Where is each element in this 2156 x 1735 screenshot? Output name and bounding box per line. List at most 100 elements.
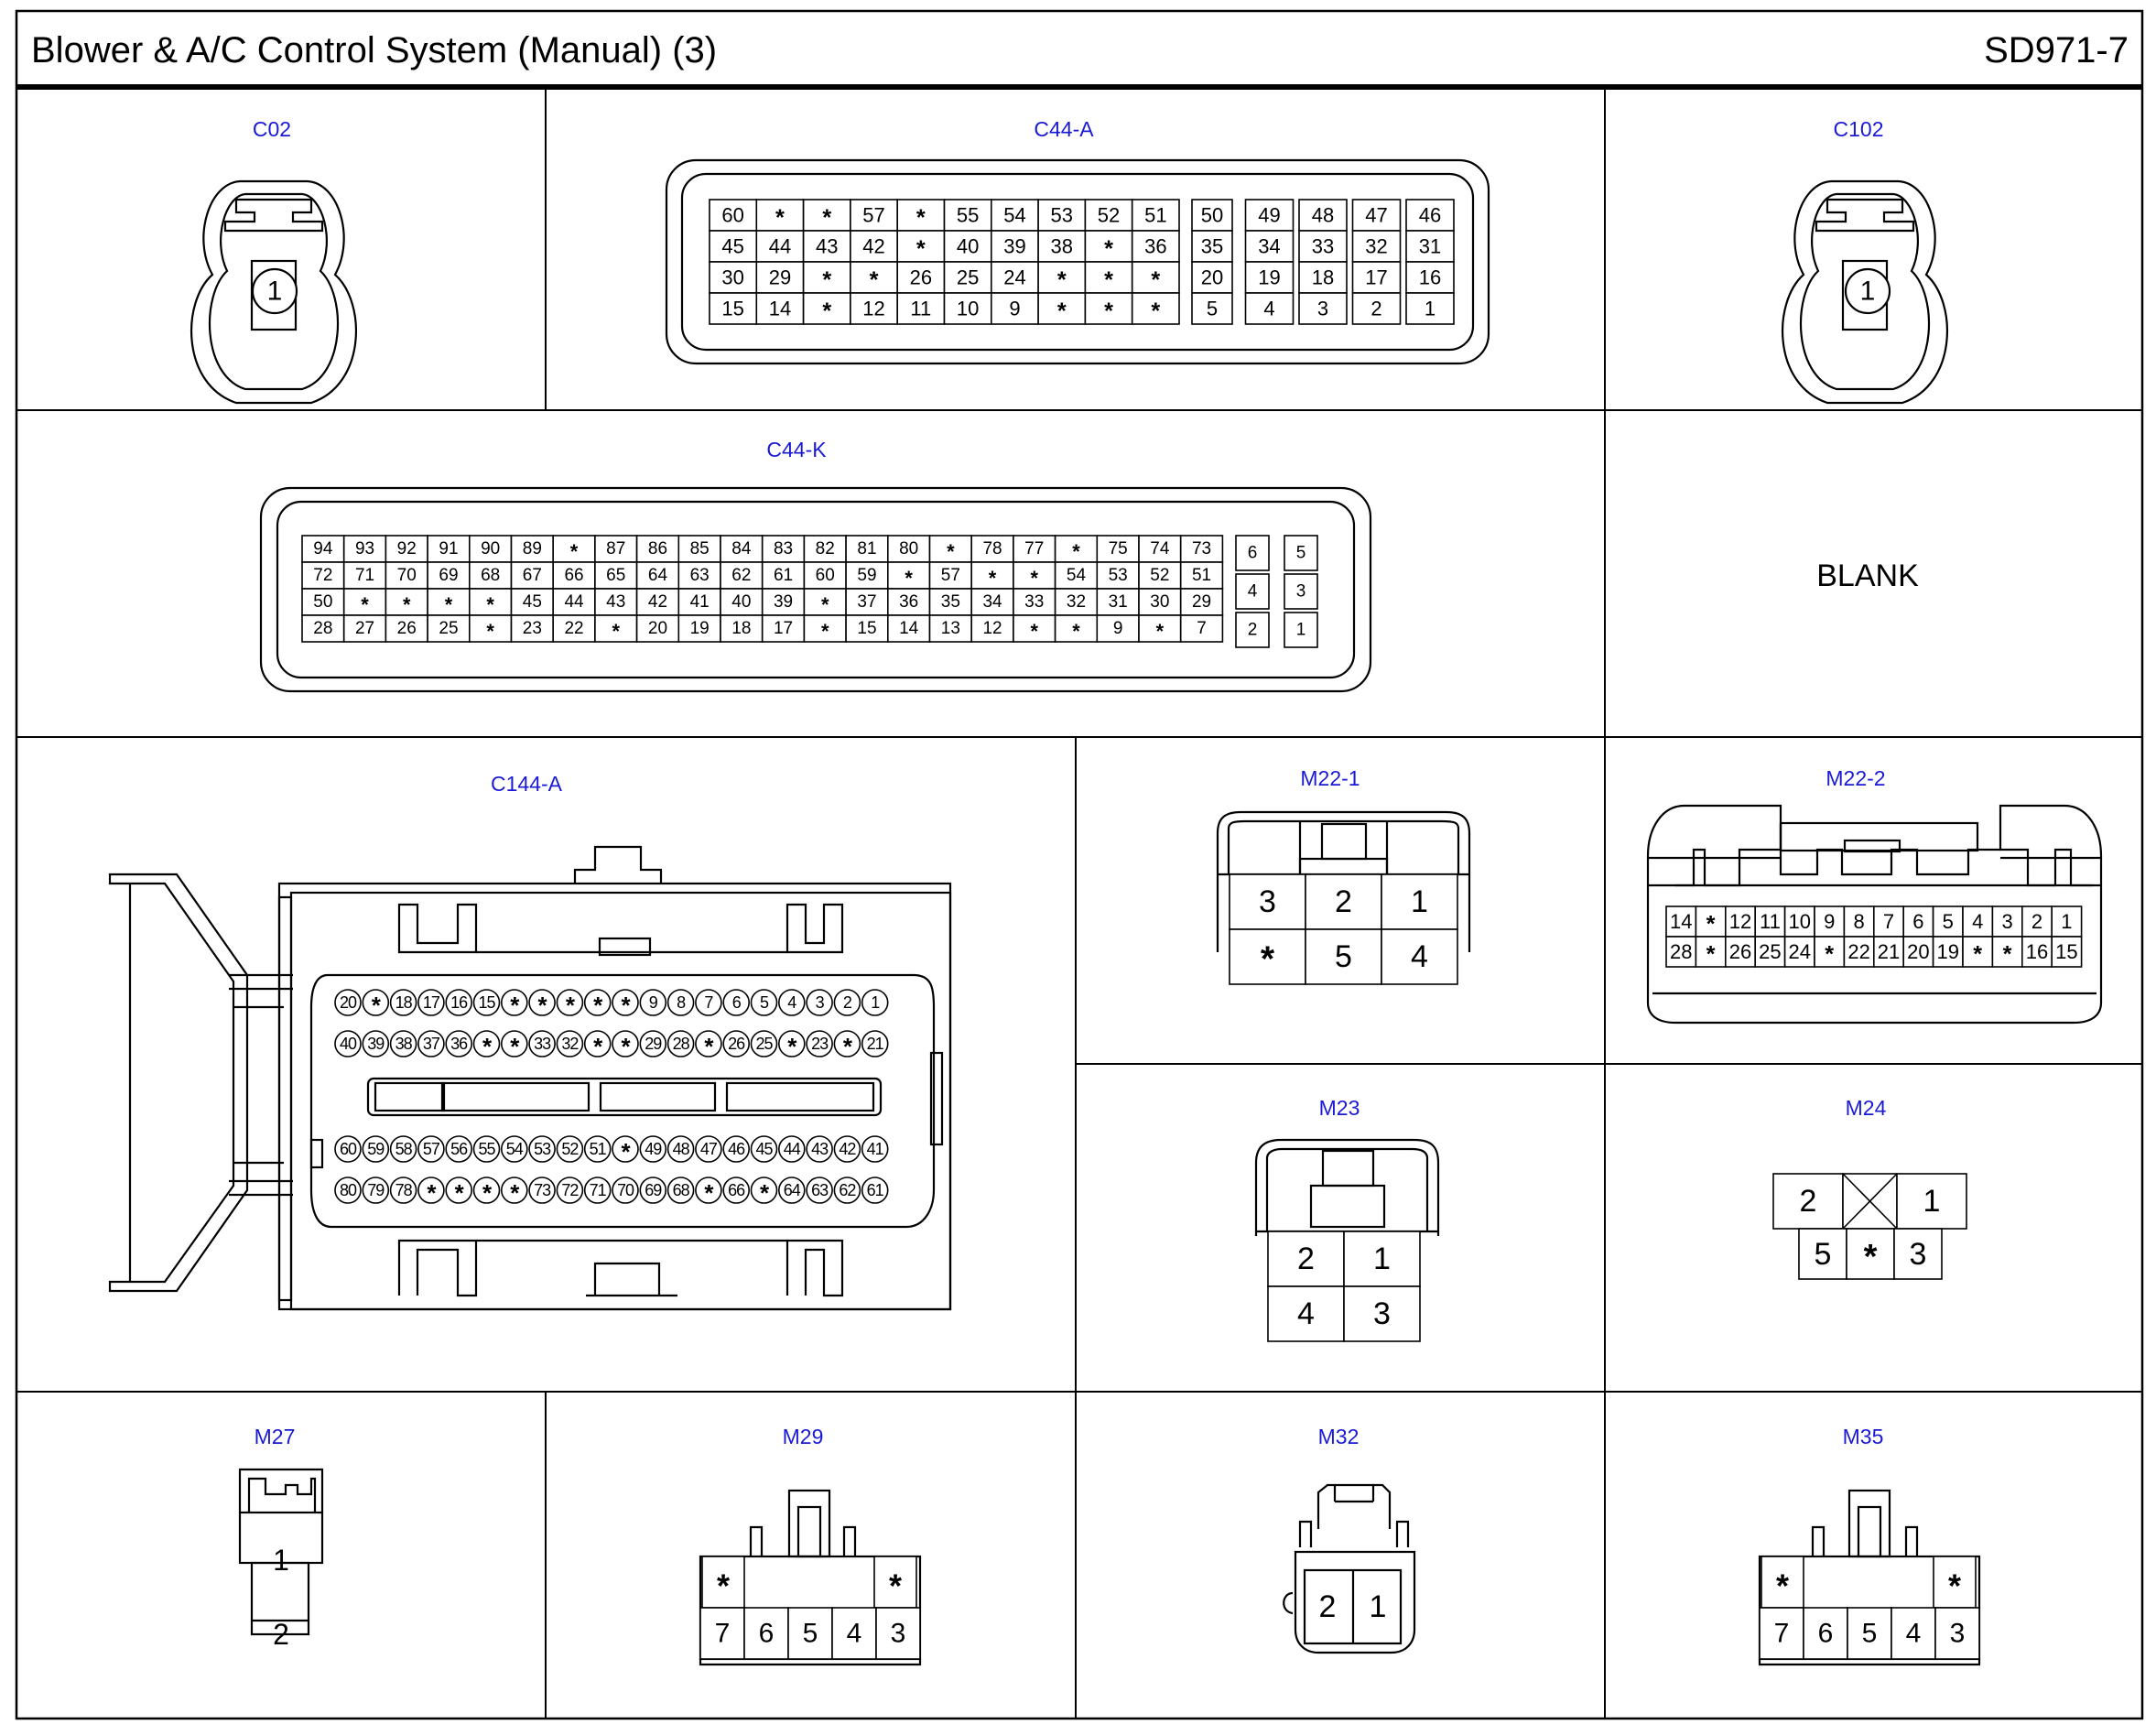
c44-k-cell <box>301 588 345 616</box>
c44-k-cell <box>1096 614 1140 643</box>
c44-a-pin: * <box>916 205 926 231</box>
m22-2-pin: 5 <box>1943 910 1954 933</box>
c144-a-pin-socket <box>695 989 722 1016</box>
c44-k-cell <box>1179 614 1224 643</box>
c144-a-pin-socket <box>612 1177 639 1204</box>
label-m22-1: M22-1 <box>1300 766 1360 790</box>
c44-k-cell <box>1284 535 1318 571</box>
m22-2-cell <box>1725 936 1757 968</box>
c144-a-pin-socket <box>750 1177 778 1204</box>
c144-a-pin: 15 <box>478 993 495 1012</box>
c144-a-pin-socket <box>583 1177 612 1204</box>
c144-a-pin: 68 <box>673 1181 690 1199</box>
c44-k-cell <box>845 561 889 590</box>
c44-k-pin: * <box>947 540 955 563</box>
c44-k-pin: 36 <box>899 592 918 612</box>
m22-2-pin: 26 <box>1729 940 1751 963</box>
m22-2-cell <box>1665 905 1697 938</box>
c44-a-pin: * <box>822 298 831 324</box>
c144-a-pin: 20 <box>340 993 357 1012</box>
c144-a-pin: 71 <box>590 1181 607 1199</box>
m29-grid-pin: 3 <box>891 1619 906 1649</box>
m35-grid-pin: * <box>1776 1567 1789 1605</box>
c144-a-pin: 69 <box>645 1181 662 1199</box>
m24-cell <box>1893 1228 1943 1280</box>
c44-k-cell <box>468 561 513 590</box>
c144-a-pin-socket <box>334 1135 362 1163</box>
c44-k-pin: 42 <box>648 592 667 612</box>
c144-a-pin: 58 <box>395 1140 413 1158</box>
c144-a-pin-socket <box>722 1177 751 1204</box>
c44-a-pin: 11 <box>910 298 931 320</box>
c144-a-pin: * <box>510 1179 520 1207</box>
m29-grid-pin: 4 <box>847 1619 862 1649</box>
c44-a-pin: 16 <box>1419 266 1441 289</box>
c44-k-pin: 3 <box>1296 582 1306 602</box>
m22-2-pin: 14 <box>1670 910 1692 933</box>
c144-a-pin: 41 <box>867 1140 884 1158</box>
m22-1-cell <box>1305 928 1382 985</box>
m22-2-cell <box>1725 905 1757 938</box>
c44-k-pin: 33 <box>1024 592 1044 612</box>
c44-a-cell <box>1351 199 1402 232</box>
c44-a-pin: * <box>1151 298 1160 324</box>
c144-a-pin: * <box>704 1179 714 1207</box>
c144-a-pin: 9 <box>649 993 658 1012</box>
c44-a-pin: * <box>1057 298 1067 324</box>
c44-k-pin: 70 <box>397 566 417 585</box>
c44-k-cell <box>1096 561 1140 590</box>
c144-a-pin: * <box>510 992 520 1019</box>
c44-a-pin: 51 <box>1144 204 1166 227</box>
m22-1-cell <box>1381 928 1458 985</box>
m22-2-cell <box>1814 905 1846 938</box>
c44-a-pin: 4 <box>1263 298 1274 320</box>
m22-2-pin: 12 <box>1729 910 1751 933</box>
m29-grid-pin: * <box>889 1567 902 1605</box>
c44-k-cell <box>594 561 638 590</box>
c44-k-pin: 5 <box>1296 544 1306 563</box>
c144-a-pin: 48 <box>673 1140 690 1158</box>
c144-a-pin: 54 <box>506 1140 524 1158</box>
c44-k-pin: 44 <box>564 592 584 612</box>
c44-a-pin: 12 <box>862 298 884 320</box>
m22-2-cell <box>1991 936 2023 968</box>
c44-a-cell <box>943 230 992 263</box>
c144-a-pin: 66 <box>728 1181 745 1199</box>
c44-a-cell <box>1084 199 1133 232</box>
c44-k-cell <box>342 535 387 563</box>
c44-k-pin: 41 <box>690 592 710 612</box>
label-m23: M23 <box>1319 1096 1360 1120</box>
c44-k-cell <box>594 588 638 616</box>
c144-a-pin: 79 <box>367 1181 385 1199</box>
m22-2-pin: * <box>1973 942 1982 968</box>
m23-pin: 3 <box>1373 1296 1391 1331</box>
c144-a-pin: 23 <box>811 1035 829 1053</box>
c44-k-cell <box>1013 614 1056 643</box>
c44-a-pin: 29 <box>769 266 791 289</box>
c144-a-pin: 56 <box>450 1140 468 1158</box>
c44-k-cell <box>342 588 387 616</box>
c44-k-pin: 66 <box>564 566 583 585</box>
m22-2-cell <box>1902 936 1934 968</box>
c44-k-pin: 87 <box>606 539 625 558</box>
m22-2-cell <box>1991 905 2023 938</box>
label-m22-2: M22-2 <box>1826 766 1885 790</box>
c144-a-pin-socket <box>556 1030 584 1057</box>
c144-a-pin-socket <box>417 1135 445 1163</box>
c44-k-pin: 72 <box>313 566 332 585</box>
c44-k-pin: 61 <box>774 566 793 585</box>
c44-k-cell <box>1054 588 1099 616</box>
c144-a-pin: 18 <box>395 993 413 1012</box>
c44-k-pin: 51 <box>1192 566 1211 585</box>
c144-a-pin-socket <box>612 1135 639 1163</box>
c44-a-pin: 43 <box>816 235 838 258</box>
c144-a-pin: 21 <box>867 1035 884 1053</box>
panel-grid <box>16 87 2142 1719</box>
c44-k-pin: * <box>403 593 411 616</box>
connector-c02: 1 <box>190 179 357 405</box>
c44-k-pin: 68 <box>481 566 500 585</box>
